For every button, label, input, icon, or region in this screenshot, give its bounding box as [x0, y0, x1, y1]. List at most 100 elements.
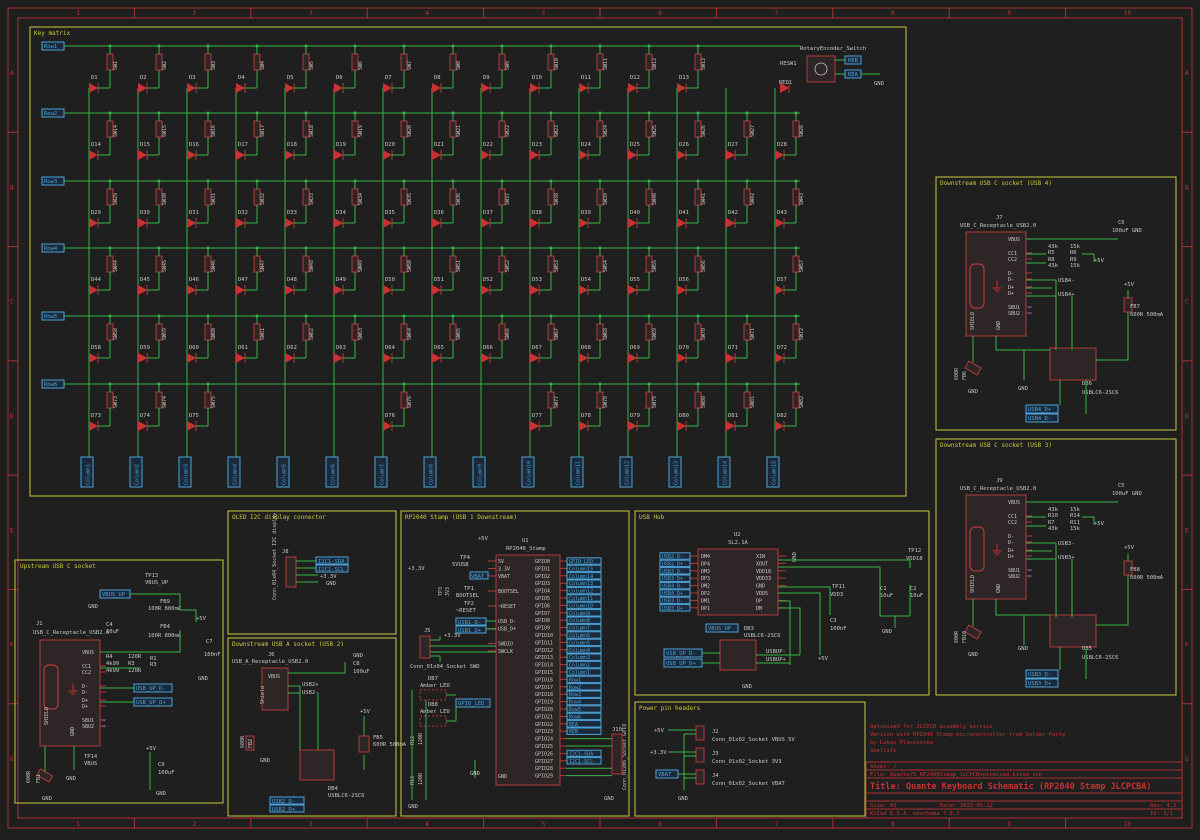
diode-icon	[89, 421, 98, 431]
switch-ref: SW74	[162, 396, 168, 408]
u1-gpio-label	[566, 616, 602, 624]
junction-dot	[794, 179, 798, 183]
title-block-frame	[865, 761, 1183, 819]
diode-ref: D13	[679, 75, 689, 81]
junction-dot	[794, 246, 798, 250]
switch-ref: SW48	[309, 260, 315, 272]
u2-pin-name: DP	[756, 598, 762, 604]
j3-body	[695, 747, 705, 763]
u1-gpio-label-text: Column9	[569, 611, 590, 617]
switch-ref: SW5	[309, 61, 315, 70]
db3-val: USBLC6-2SC6	[744, 633, 780, 639]
switch-ref: SW65	[456, 328, 462, 340]
diode-icon	[236, 150, 245, 160]
switch-ref: SW37	[505, 193, 511, 205]
diode-icon	[138, 421, 147, 431]
j6-vbus: VBUS	[268, 674, 280, 680]
diode-icon	[677, 83, 686, 93]
db6-body	[1049, 347, 1097, 381]
border-row-label: E	[1185, 527, 1189, 534]
diode-ref: D79	[630, 413, 640, 419]
u2-net-label	[659, 604, 691, 612]
u1-gpio-name: GPIO22	[535, 722, 553, 728]
diode-icon	[726, 150, 735, 160]
junction-dot	[598, 111, 602, 115]
switch-ref: SW12	[652, 58, 658, 70]
switch-ref: SW52	[505, 260, 511, 272]
u1-gpio-label-text: Row2	[569, 685, 581, 691]
r7-val: 43k	[1048, 526, 1059, 532]
c2-ref: C2	[910, 586, 917, 592]
border-col-label: 1	[76, 10, 80, 17]
u1-gpio-name: GPIO13	[535, 655, 553, 661]
u2-net-label-text: USB3_D-	[662, 598, 683, 604]
j3-val: Conn_01x02_Socket 3V3	[712, 759, 782, 765]
power-pins-section: +5V +3.3V VBAT J2 Conn_01x02_Socket VBUS…	[650, 725, 795, 802]
border-col-label: 4	[425, 821, 429, 828]
db8-ref: DB8	[428, 702, 438, 708]
diode-ref: D56	[679, 277, 689, 283]
upstream-usb-title: Upstream USB C socket	[20, 563, 96, 570]
border-col-label: 2	[193, 10, 197, 17]
border-col-label: 7	[775, 821, 779, 828]
connector-pin-name: D+	[1008, 554, 1014, 560]
junction-dot	[255, 111, 259, 115]
diode-ref: D62	[287, 345, 297, 351]
oled-gnd: GND	[326, 581, 336, 587]
no-connect-icon: ✕	[1028, 573, 1032, 580]
fb6-val: 600R	[954, 367, 960, 380]
u1-gpio-label	[566, 579, 602, 587]
r1-ref: R1	[150, 656, 157, 662]
u2-net-label	[659, 574, 691, 582]
switch-ref: SW4	[260, 61, 266, 70]
j6-ref: J6	[268, 652, 275, 658]
db6-val: USBLC6-2SC6	[1082, 390, 1118, 396]
diode-ref: D53	[532, 277, 542, 283]
diode-ref: D47	[238, 277, 248, 283]
diode-ref: D28	[777, 142, 787, 148]
u1-gpio-label	[566, 564, 602, 573]
diode-icon	[89, 353, 98, 363]
switch-ref: SW62	[309, 328, 315, 340]
r3-ref2: R3	[150, 662, 157, 668]
r8-val: 43k	[1048, 263, 1059, 269]
fb9-val: 100R 800mA	[148, 606, 182, 612]
rp2040-title: RP2040 Stamp (USB 1 Downstream)	[405, 514, 517, 521]
junction-dot	[500, 246, 504, 250]
diode-ref: D75	[189, 413, 199, 419]
u1-gpio-name: GPIO10	[535, 633, 553, 639]
diode-icon	[383, 218, 392, 228]
switch-ref: SW79	[652, 396, 658, 408]
c7-val: 100nF	[204, 652, 221, 658]
vbat-label	[469, 571, 489, 580]
usbc4-box	[935, 176, 1177, 431]
vbat-text: VBAT	[471, 574, 485, 580]
oled-scl-label	[315, 564, 349, 573]
diode-icon	[138, 218, 147, 228]
junction-dot	[794, 111, 798, 115]
u1-gpio-label-text: REB	[569, 729, 578, 735]
u1-gpio-name: GPIO0	[535, 559, 550, 565]
upstream-gnd-1: GND	[88, 604, 98, 610]
fb6-ref: FB6	[962, 371, 968, 380]
diode-ref: D61	[238, 345, 248, 351]
switch-ref: SW46	[211, 260, 217, 272]
note-line: Shellafi	[870, 748, 897, 754]
tb-date: Date: 2023-05-12	[940, 803, 993, 809]
j7-body	[965, 231, 1027, 337]
junction-dot	[451, 111, 455, 115]
u1-gpio-name: GPIO5	[535, 596, 550, 602]
encoder-ref: RESW1	[780, 61, 797, 67]
upstream-gnd-5: GND	[156, 791, 166, 797]
junction-dot	[696, 314, 700, 318]
diode-icon	[628, 150, 637, 160]
tp1-val: BOOTSEL	[456, 593, 480, 599]
diode-ref: D6	[336, 75, 343, 81]
border-row-label: E	[10, 527, 14, 534]
c7-ref: C7	[206, 639, 213, 645]
border-col-label: 6	[658, 821, 662, 828]
u2-pin-name: DP1	[701, 606, 710, 612]
note-line: Version with RP2040 Stamp microcontrolle…	[870, 732, 1066, 738]
diode-ref: D33	[287, 210, 297, 216]
switch-ref: SW47	[260, 260, 266, 272]
